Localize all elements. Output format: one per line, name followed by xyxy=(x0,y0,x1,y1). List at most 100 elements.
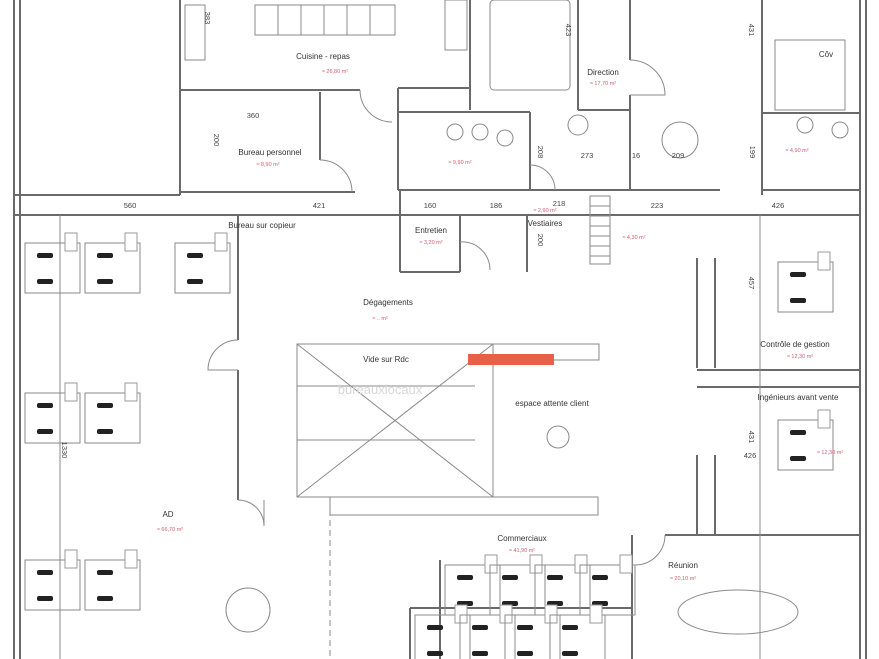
monitor-icon xyxy=(37,570,53,575)
room-area: ≈ .. m² xyxy=(372,316,388,322)
monitor-icon xyxy=(97,279,113,284)
dimension: 160 xyxy=(424,201,437,210)
workstation xyxy=(504,604,561,659)
dimension: 273 xyxy=(581,151,594,160)
workstation xyxy=(777,409,834,471)
room-area: ≈ 8,90 m² xyxy=(256,162,279,168)
workstation xyxy=(84,382,141,444)
workstation xyxy=(579,554,636,616)
chair-icon xyxy=(484,554,498,574)
monitor-icon xyxy=(187,279,203,284)
monitor-icon xyxy=(472,651,488,656)
dimension: 426 xyxy=(772,201,785,210)
dimension: 218 xyxy=(553,199,566,208)
stairs xyxy=(589,195,611,265)
monitor-icon xyxy=(790,272,806,277)
monitor-icon xyxy=(97,596,113,601)
workstations xyxy=(24,232,834,659)
room-label: Bureau personnel xyxy=(238,148,301,157)
dimension: 423 xyxy=(564,24,573,37)
workstation xyxy=(534,554,591,616)
monitor-icon xyxy=(37,253,53,258)
workstation xyxy=(549,604,606,659)
chair-icon xyxy=(817,251,831,271)
chair-icon xyxy=(619,554,633,574)
monitor-icon xyxy=(97,570,113,575)
monitor-icon xyxy=(790,298,806,303)
chair-icon xyxy=(574,554,588,574)
room-area: ≈ 66,70 m² xyxy=(157,527,183,533)
dimension: 431 xyxy=(747,431,756,444)
workstation xyxy=(444,554,501,616)
room-label: Vestiaires xyxy=(528,219,563,228)
monitor-icon xyxy=(592,575,608,580)
monitor-icon xyxy=(517,651,533,656)
room-area: ≈ 41,90 m² xyxy=(509,548,535,554)
workstation xyxy=(84,232,141,294)
workstation xyxy=(489,554,546,616)
dimension: 16 xyxy=(632,151,640,160)
workstation xyxy=(459,604,516,659)
room-area: ≈ 12,30 m² xyxy=(787,354,813,360)
dimension-labels: 383 360 200 423 431 208 273 16 209 199 5… xyxy=(60,12,784,460)
dimension: 383 xyxy=(203,12,212,25)
highlight-bar xyxy=(468,354,554,365)
room-area: ≈ 4,30 m² xyxy=(622,235,645,241)
room-area: ≈ 2,90 m² xyxy=(533,208,556,214)
workstation xyxy=(84,549,141,611)
monitor-icon xyxy=(790,456,806,461)
room-label: Commerciaux xyxy=(497,534,546,543)
room-label: Réunion xyxy=(668,561,698,570)
chair-icon xyxy=(544,604,558,624)
room-area: ≈ 12,30 m² xyxy=(817,450,843,456)
chair-icon xyxy=(64,549,78,569)
dimension: 560 xyxy=(124,201,137,210)
monitor-icon xyxy=(457,575,473,580)
dimension: 1330 xyxy=(60,442,69,459)
chair-icon xyxy=(454,604,468,624)
monitor-icon xyxy=(37,596,53,601)
chair-icon xyxy=(124,232,138,252)
monitor-icon xyxy=(97,429,113,434)
chair-icon xyxy=(529,554,543,574)
workstation xyxy=(24,382,81,444)
dimension: 426 xyxy=(744,451,757,460)
room-label: Cuisine - repas xyxy=(296,52,350,61)
dimension: 186 xyxy=(490,201,503,210)
monitor-icon xyxy=(427,651,443,656)
room-label: AD xyxy=(162,510,173,519)
dimension: 431 xyxy=(747,24,756,37)
room-label: Côv xyxy=(819,50,833,59)
walls xyxy=(13,0,867,659)
room-area: ≈ 26,80 m² xyxy=(322,69,348,75)
room-label: Contrôle de gestion xyxy=(760,340,829,349)
kitchen-counter xyxy=(184,0,468,61)
room-area: ≈ 20,10 m² xyxy=(670,576,696,582)
dimension: 360 xyxy=(247,111,260,120)
room-label: Vide sur Rdc xyxy=(363,355,409,364)
monitor-icon xyxy=(187,253,203,258)
meeting-table xyxy=(677,589,799,635)
monitor-icon xyxy=(472,625,488,630)
room-area: ≈ 3,20 m² xyxy=(419,240,442,246)
workstation xyxy=(777,251,834,313)
dimension: 209 xyxy=(672,151,685,160)
chair-icon xyxy=(64,232,78,252)
monitor-icon xyxy=(427,625,443,630)
monitor-icon xyxy=(97,403,113,408)
room-label: Bureau sur copieur xyxy=(228,221,296,230)
monitor-icon xyxy=(517,625,533,630)
direction-desk xyxy=(489,0,571,91)
chair-icon xyxy=(499,604,513,624)
room-labels: Cuisine - repas ≈ 26,80 m² Direction ≈ 1… xyxy=(157,50,843,582)
room-label: Entretien xyxy=(415,226,447,235)
chair-icon xyxy=(817,409,831,429)
workstation xyxy=(414,604,471,659)
room-area: ≈ 17,70 m² xyxy=(590,81,616,87)
monitor-icon xyxy=(37,403,53,408)
chair-icon xyxy=(124,382,138,402)
watermark: bureauxlocaux xyxy=(338,382,423,397)
cov-desk xyxy=(774,39,846,111)
dimension: 208 xyxy=(536,146,545,159)
chair-icon xyxy=(214,232,228,252)
